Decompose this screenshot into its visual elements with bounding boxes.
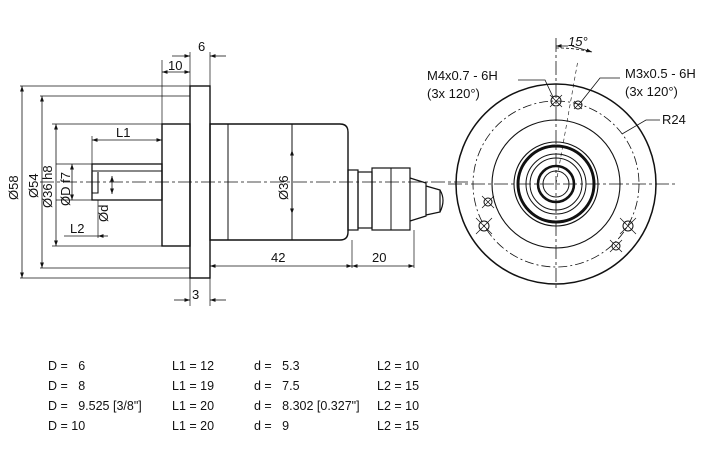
variant-l1: L1 = 20	[172, 399, 215, 413]
variant-l1: L1 = 20	[172, 419, 215, 433]
radius-label: R24	[662, 112, 686, 127]
variant-small-d: d = 5.3	[254, 359, 300, 373]
bolt-circle	[472, 100, 640, 268]
pilot-outline	[491, 119, 621, 249]
dim-flange-offset: 10	[168, 58, 182, 73]
dim-pilot-diameter: Ø36 h8	[40, 165, 55, 208]
variant-l1: L1 = 12	[172, 359, 215, 373]
side-view	[20, 52, 470, 306]
shaft-bore	[536, 164, 576, 204]
thread-right-label: M3x0.5 - 6H	[625, 66, 696, 81]
dim-bolt-circle: Ø54	[26, 173, 41, 198]
table-row: D = 8 L1 = 19 d = 7.5 L2 = 15	[48, 376, 437, 396]
dim-shaft-flat: L2	[70, 221, 84, 236]
variant-l1: L1 = 19	[172, 379, 215, 393]
table-row: D = 10 L1 = 20 d = 9 L2 = 15	[48, 416, 437, 436]
front-view	[448, 38, 678, 290]
variant-table: D = 6 L1 = 12 d = 5.3 L2 = 10 D = 8 L1 =…	[48, 356, 437, 436]
flange-outline	[455, 83, 657, 285]
leader-thread-left	[518, 79, 554, 98]
variant-small-d: d = 9	[254, 419, 290, 433]
thread-holes-m3	[483, 100, 621, 251]
dim-flat-diameter: Ød	[96, 205, 111, 222]
variant-l2: L2 = 10	[377, 399, 420, 413]
table-row: D = 6 L1 = 12 d = 5.3 L2 = 10	[48, 356, 437, 376]
variant-l2: L2 = 10	[377, 359, 420, 373]
variant-d: D = 10	[48, 419, 86, 433]
encoder-body	[209, 123, 349, 241]
variant-small-d: d = 8.302 [0.327"]	[254, 399, 360, 413]
variant-d: D = 6	[48, 359, 86, 373]
dim-flange-width: 6	[198, 39, 205, 54]
table-row: D = 9.525 [3/8"] L1 = 20 d = 8.302 [0.32…	[48, 396, 437, 416]
leader-thread-right	[580, 77, 620, 103]
thread-right-pattern: (3x 120°)	[625, 84, 678, 99]
dim-shaft-diameter: ØD f7	[58, 172, 73, 206]
variant-l2: L2 = 15	[377, 379, 420, 393]
cable	[425, 185, 441, 216]
pilot-boss	[161, 123, 191, 247]
variant-small-d: d = 7.5	[254, 379, 300, 393]
front-view-labels: 15° M4x0.7 - 6H (3x 120°) M3x0.5 - 6H (3…	[427, 34, 696, 127]
angle-label: 15°	[568, 34, 588, 49]
cable-gland	[347, 169, 359, 231]
dim-flange-thickness: 3	[192, 287, 199, 302]
variant-l2: L2 = 15	[377, 419, 420, 433]
dim-body-diameter: Ø36	[276, 175, 291, 200]
side-view-labels: 6 10 L1 L2 42 20 3 Ø58 Ø54 Ø36 h8 ØD f7 …	[6, 39, 386, 302]
dim-cable-length: 20	[372, 250, 386, 265]
variant-d: D = 9.525 [3/8"]	[48, 399, 142, 413]
dim-shaft-length: L1	[116, 125, 130, 140]
thread-left-pattern: (3x 120°)	[427, 86, 480, 101]
leader-radius	[621, 119, 660, 135]
variant-d: D = 8	[48, 379, 86, 393]
thread-holes-m4	[478, 95, 634, 232]
technical-drawing: 6 10 L1 L2 42 20 3 Ø58 Ø54 Ø36 h8 ØD f7 …	[6, 34, 696, 306]
thread-left-label: M4x0.7 - 6H	[427, 68, 498, 83]
dim-flange-diameter: Ø58	[6, 175, 21, 200]
dim-body-length: 42	[271, 250, 285, 265]
